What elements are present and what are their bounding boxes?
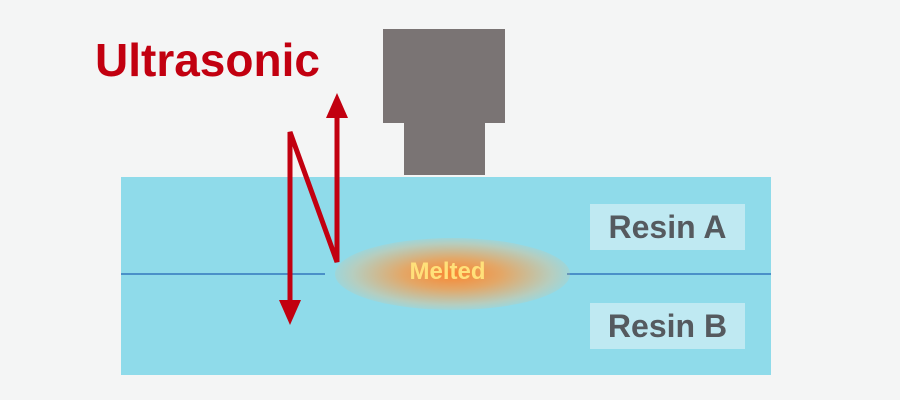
arrowhead-down	[279, 300, 301, 325]
seam-line-right	[567, 273, 771, 275]
seam-line-left	[121, 273, 325, 275]
horn-body	[383, 29, 505, 123]
zigzag-wave-line	[287, 115, 340, 300]
horn-tip	[404, 122, 485, 175]
melted-label: Melted	[409, 258, 486, 285]
melted-zone-glow	[335, 238, 570, 310]
diagram-title: Ultrasonic	[95, 34, 320, 86]
resin-a-label: Resin A	[590, 204, 745, 250]
arrowhead-up	[326, 93, 348, 118]
zigzag-wave-arrow	[279, 93, 348, 325]
resin-b-label: Resin B	[590, 303, 745, 349]
